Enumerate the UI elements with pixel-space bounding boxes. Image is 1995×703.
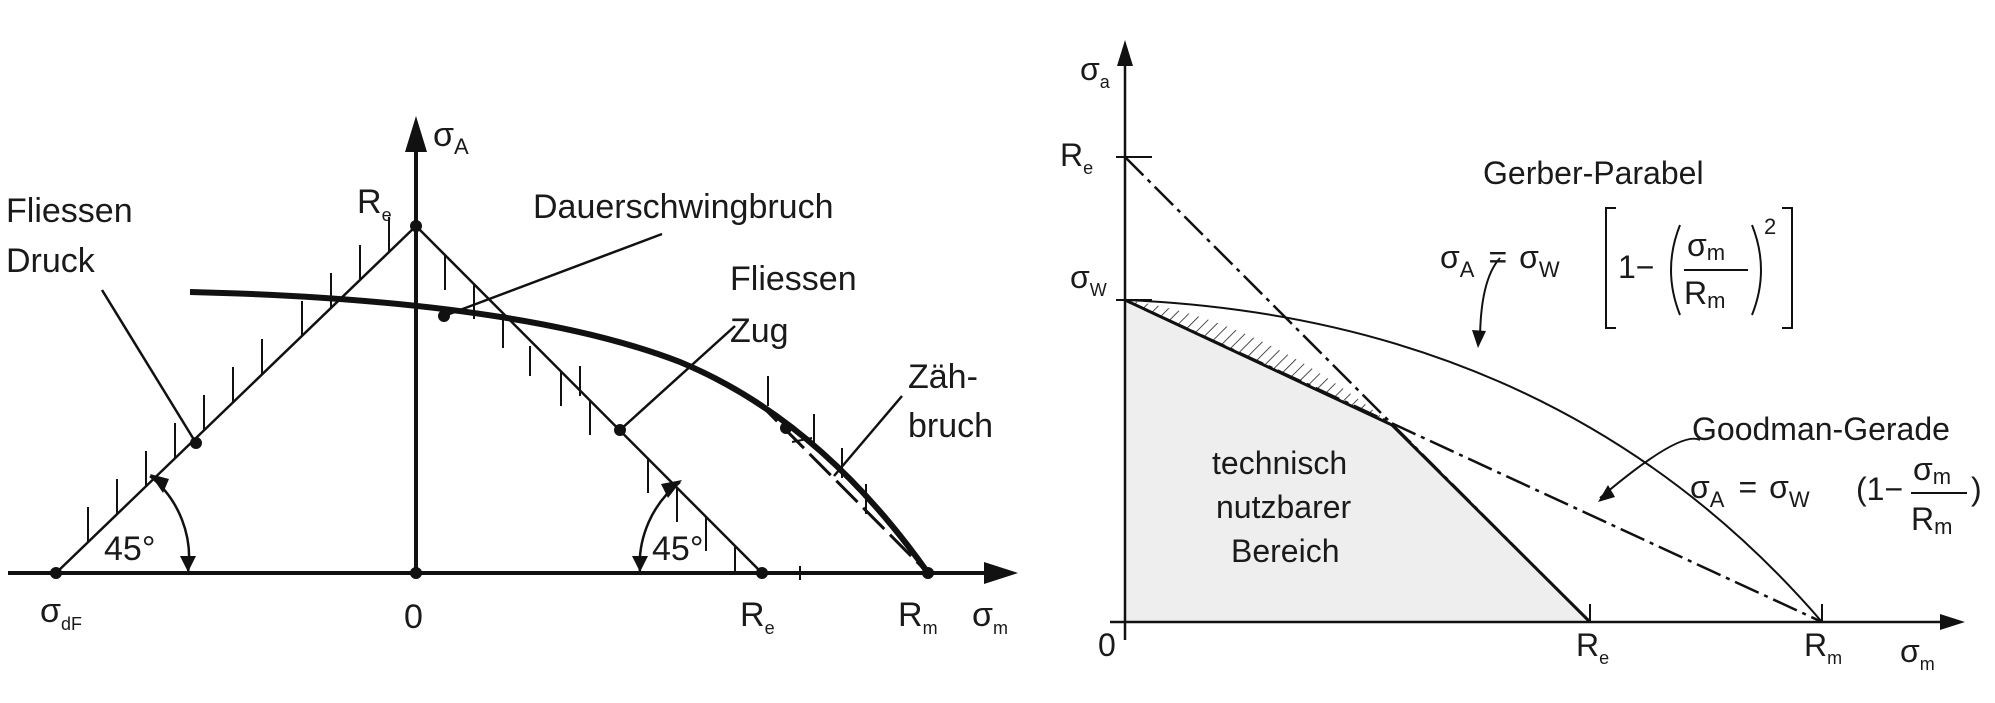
left-x-axis-arrow xyxy=(984,562,1018,584)
right-gerber-pointer xyxy=(1479,257,1501,343)
left-label-dauerschwingbruch: Dauerschwingbruch xyxy=(533,188,834,226)
right-region-label-1: technisch xyxy=(1212,445,1347,481)
right-goodman-pointer-head xyxy=(1598,485,1615,502)
right-gerber-parabola xyxy=(1124,299,1823,623)
gerber-frac-den: Rm xyxy=(1684,275,1725,313)
right-y-axis-arrow xyxy=(1117,40,1133,66)
right-usable-region xyxy=(1125,300,1590,622)
left-hatch-ticks-zug xyxy=(444,255,736,573)
left-angle-arrow-left-a xyxy=(150,474,169,493)
right-rm-x-label: Rm xyxy=(1804,627,1842,668)
right-gerber-pointer-head xyxy=(1472,330,1486,348)
right-region-label-3: Bereich xyxy=(1231,533,1340,569)
left-label-fliessen-zug-2: Zug xyxy=(730,312,789,350)
right-region-label-2: nutzbarer xyxy=(1216,489,1352,525)
left-line-zug xyxy=(415,225,763,574)
left-diagram: σA Re Fliessen Druck Dauerschwingbruch F… xyxy=(6,116,1018,638)
left-label-fliessen-druck-1: Fliessen xyxy=(6,192,133,230)
right-goodman-formula: σA=σW (1− σm Rm ) xyxy=(1690,451,1982,539)
left-x-axis-label: σm xyxy=(972,596,1008,638)
right-diagram: σa Re σW 0 Re Rm σm technisch nutzbarer … xyxy=(1060,40,1982,674)
left-re-top-label: Re xyxy=(357,183,392,225)
gerber-one-minus: 1− xyxy=(1618,249,1654,285)
left-dauerschwing-curve xyxy=(189,289,931,575)
goodman-frac-den: Rm xyxy=(1911,501,1952,539)
left-zaehbruch-tick xyxy=(791,437,813,443)
gerber-exponent: 2 xyxy=(1764,214,1776,239)
right-goodman-pointer xyxy=(1599,437,1701,499)
left-angle-arrow-right-a xyxy=(632,556,648,572)
left-angle-arrow-right-b xyxy=(661,480,682,498)
left-label-fliessen-druck-2: Druck xyxy=(6,242,96,280)
right-goodman-line xyxy=(1124,298,1823,624)
right-re-y-label: Re xyxy=(1060,137,1093,178)
gerber-left-bracket xyxy=(1605,207,1616,329)
left-label-fliessen-zug-1: Fliessen xyxy=(730,260,857,298)
gerber-left-paren xyxy=(1670,224,1681,316)
left-y-axis-label: σA xyxy=(433,116,469,159)
left-sdf-label: σdF xyxy=(40,592,82,634)
left-leader-lines xyxy=(100,232,903,477)
left-label-zaeh-2: bruch xyxy=(908,407,993,445)
right-zero-label: 0 xyxy=(1098,627,1116,663)
left-label-zaeh-1: Zäh- xyxy=(908,358,978,396)
left-re-x-label: Re xyxy=(740,596,775,638)
gerber-right-paren xyxy=(1751,224,1762,316)
gerber-frac-num: σm xyxy=(1687,227,1725,265)
gerber-right-bracket xyxy=(1782,207,1793,329)
goodman-one-minus: (1− xyxy=(1856,471,1903,507)
left-angle-arrow-left-b xyxy=(180,556,196,572)
left-angle-label-left: 45° xyxy=(104,530,155,568)
right-x-axis-label: σm xyxy=(1900,633,1935,674)
right-goodman-title: Goodman-Gerade xyxy=(1692,411,1950,447)
right-gerber-formula: σA=σW 1− σm Rm 2 xyxy=(1440,207,1793,329)
left-line-druck xyxy=(55,225,417,574)
left-hatch-ticks-druck xyxy=(87,217,390,542)
right-sw-label: σW xyxy=(1070,259,1107,300)
goodman-frac-num: σm xyxy=(1913,451,1951,489)
left-angle-label-right: 45° xyxy=(652,530,703,568)
left-y-axis-arrow xyxy=(405,116,427,152)
right-re-dashdot-line xyxy=(1124,156,1591,623)
right-re-x-label: Re xyxy=(1576,627,1609,668)
right-x-axis-arrow xyxy=(1940,614,1965,630)
left-zero-label: 0 xyxy=(404,598,423,636)
goodman-formula-lhs: σA=σW xyxy=(1690,469,1810,512)
right-gerber-title: Gerber-Parabel xyxy=(1483,155,1704,191)
right-y-axis-label: σa xyxy=(1080,51,1111,92)
gerber-formula-lhs: σA=σW xyxy=(1440,239,1560,282)
goodman-close-paren: ) xyxy=(1971,471,1982,507)
left-rm-x-label: Rm xyxy=(898,596,938,638)
